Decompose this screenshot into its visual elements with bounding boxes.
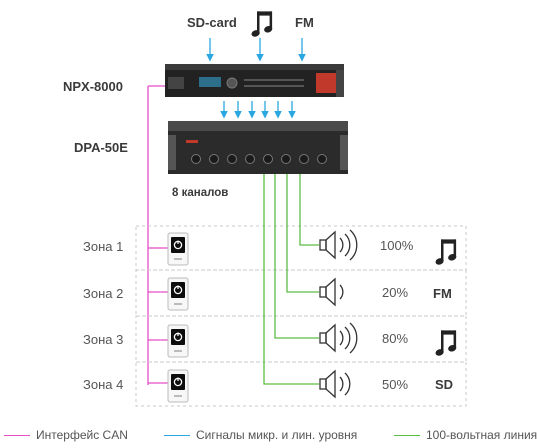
zone-label: Зона 2 bbox=[83, 286, 123, 301]
legend-swatch bbox=[4, 435, 30, 437]
control-panel-icon bbox=[167, 369, 189, 403]
zone-volume: 50% bbox=[382, 377, 408, 392]
zone-volume: 20% bbox=[382, 285, 408, 300]
channel-arrows bbox=[220, 101, 296, 119]
legend-label: Интерфейс CAN bbox=[36, 428, 128, 442]
npx-8000-device bbox=[165, 64, 344, 97]
zone-label: Зона 4 bbox=[83, 377, 123, 392]
legend-signal: Сигналы микр. и лин. уровня bbox=[164, 428, 357, 442]
zone-1-box bbox=[135, 225, 467, 271]
music-note-icon bbox=[433, 329, 459, 359]
speaker-icon bbox=[319, 370, 351, 398]
music-note-icon bbox=[433, 238, 459, 268]
zone-volume: 80% bbox=[382, 331, 408, 346]
speaker-icon bbox=[319, 322, 358, 354]
zone-4-box bbox=[135, 361, 467, 407]
channels-label: 8 каналов bbox=[172, 187, 228, 199]
legend-swatch bbox=[394, 435, 420, 437]
fm-label: FM bbox=[295, 15, 314, 30]
dpa-50e-device bbox=[168, 121, 348, 174]
can-bus-line bbox=[147, 85, 168, 385]
legend-can: Интерфейс CAN bbox=[4, 428, 128, 442]
zone-source-text: SD bbox=[435, 377, 453, 392]
control-panel-icon bbox=[167, 277, 189, 311]
zone-boxes bbox=[135, 225, 467, 407]
zone-volume: 100% bbox=[380, 238, 414, 253]
zone-label: Зона 3 bbox=[83, 332, 123, 347]
npx-label: NPX-8000 bbox=[63, 79, 123, 94]
control-panel-icon bbox=[167, 232, 189, 266]
sd-card-label: SD-card bbox=[187, 15, 237, 30]
legend-label: 100-вольтная линия bbox=[426, 428, 537, 442]
dpa-label: DPA-50E bbox=[74, 140, 128, 155]
legend-swatch bbox=[164, 435, 190, 437]
music-note-icon bbox=[249, 10, 275, 40]
zone-label: Зона 1 bbox=[83, 239, 123, 254]
input-arrows bbox=[206, 38, 306, 62]
line-100v bbox=[263, 174, 319, 385]
speaker-icon bbox=[319, 278, 344, 306]
zone-source-text: FM bbox=[433, 286, 452, 301]
speaker-icon bbox=[319, 229, 358, 261]
legend-100v: 100-вольтная линия bbox=[394, 428, 537, 442]
legend-label: Сигналы микр. и лин. уровня bbox=[196, 428, 358, 442]
control-panel-icon bbox=[167, 324, 189, 358]
